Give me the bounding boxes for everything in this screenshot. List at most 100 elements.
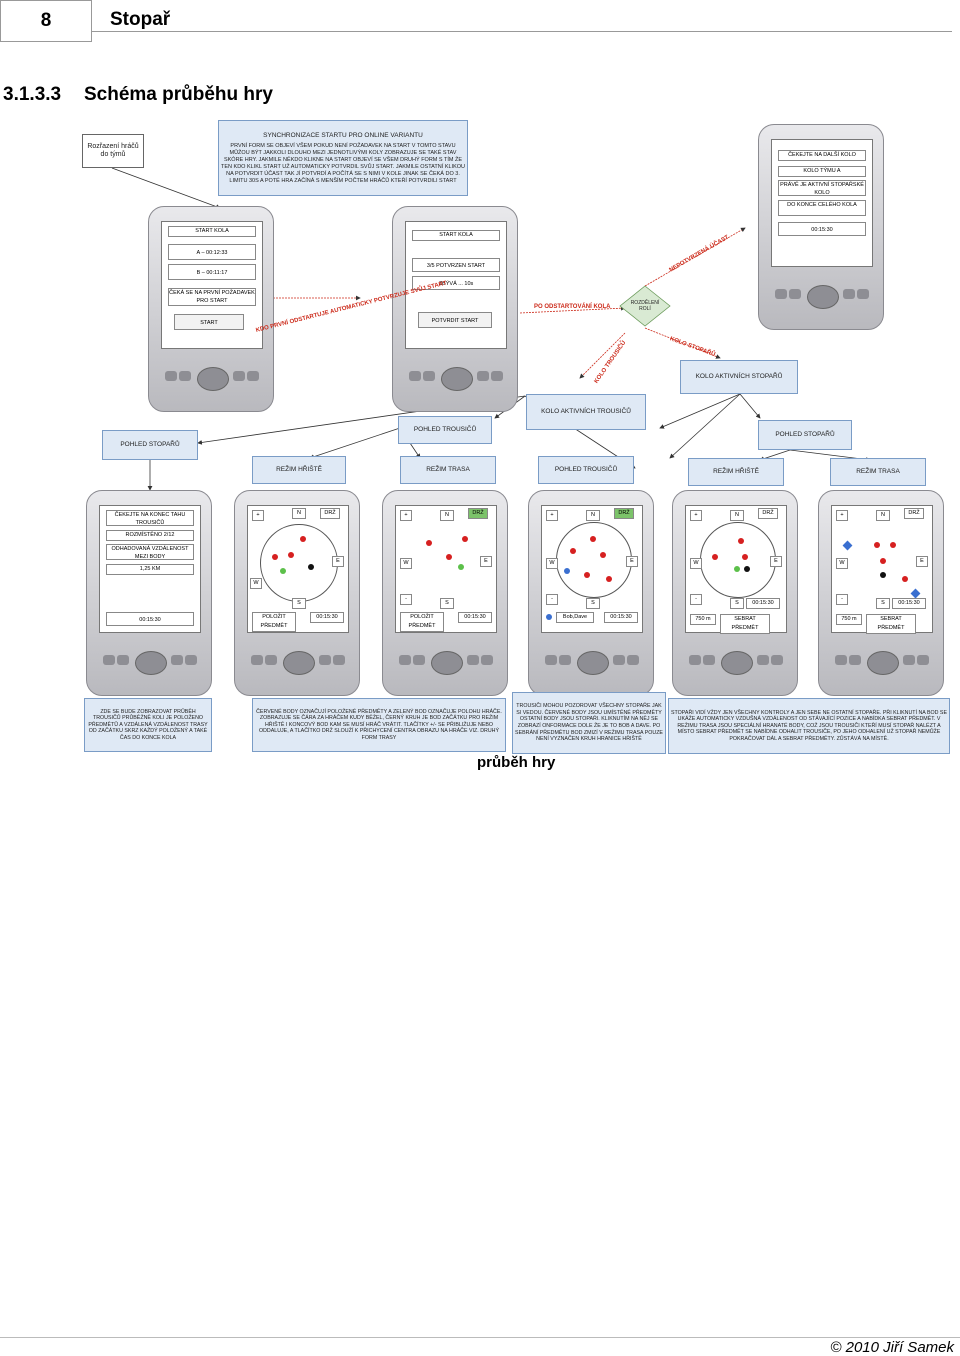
item-marker[interactable] [272,554,278,560]
hw-button[interactable] [789,289,801,299]
hw-button[interactable] [423,371,435,381]
place-item-button[interactable]: POLOŽIT PŘEDMĚT [400,612,444,632]
zoom-out-button[interactable]: - [690,594,702,605]
hw-button[interactable] [703,655,715,665]
zoom-in-button[interactable]: + [252,510,264,521]
hold-button[interactable]: DRŽ [904,508,924,519]
place-item-button[interactable]: POLOŽIT PŘEDMĚT [252,612,296,632]
item-marker[interactable] [880,558,886,564]
hw-button[interactable] [775,289,787,299]
hw-button[interactable] [413,655,425,665]
item-marker[interactable] [742,554,748,560]
trousic-marker[interactable] [910,588,921,599]
zoom-out-button[interactable]: - [400,594,412,605]
pick-up-item-button[interactable]: SEBRAT PŘEDMĚT [866,614,916,634]
item-marker[interactable] [288,552,294,558]
hw-button[interactable] [843,289,855,299]
hw-button[interactable] [399,655,411,665]
dpad[interactable] [441,367,473,391]
hw-button[interactable] [613,655,625,665]
hw-button[interactable] [627,655,639,665]
hw-button[interactable] [265,655,277,665]
start-button[interactable]: START [174,314,244,330]
hw-button[interactable] [185,655,197,665]
pda-screen: START KOLA A – 00:12:33 B – 00:11:17 ČEK… [161,221,263,349]
hw-button[interactable] [903,655,915,665]
trousic-marker[interactable] [842,540,853,551]
hold-button[interactable]: DRŽ [468,508,488,519]
sync-note: SYNCHRONIZACE STARTU PRO ONLINE VARIANTU… [218,120,468,196]
hw-button[interactable] [319,655,331,665]
field-mode-box: REŽIM HŘIŠTĚ [252,456,346,484]
compass-east: E [332,556,344,567]
hw-button[interactable] [179,371,191,381]
hw-button[interactable] [467,655,479,665]
confirm-start-button[interactable]: POTVRDIT START [418,312,492,328]
hold-button[interactable]: DRŽ [758,508,778,519]
start-point-marker [880,572,886,578]
compass-north: N [876,510,890,521]
dpad[interactable] [721,651,753,675]
hw-button[interactable] [491,371,503,381]
zoom-in-button[interactable]: + [836,510,848,521]
item-marker[interactable] [606,576,612,582]
hw-button[interactable] [757,655,769,665]
hw-button[interactable] [409,371,421,381]
dpad[interactable] [197,367,229,391]
compass-west: W [836,558,848,569]
pick-up-item-button[interactable]: SEBRAT PŘEDMĚT [720,614,770,634]
team-a-score: A – 00:12:33 [168,244,256,260]
item-marker[interactable] [890,542,896,548]
hw-button[interactable] [165,371,177,381]
hw-button[interactable] [917,655,929,665]
dpad[interactable] [867,651,899,675]
trousic-view-box-2: POHLED TROUSIČŮ [538,456,634,484]
hw-button[interactable] [247,371,259,381]
hw-button[interactable] [251,655,263,665]
hold-button[interactable]: DRŽ [320,508,340,519]
hw-button[interactable] [477,371,489,381]
hw-button[interactable] [117,655,129,665]
hw-button[interactable] [849,655,861,665]
dpad[interactable] [283,651,315,675]
item-marker[interactable] [874,542,880,548]
hw-button[interactable] [771,655,783,665]
hw-button[interactable] [559,655,571,665]
item-marker[interactable] [738,538,744,544]
item-marker[interactable] [570,548,576,554]
compass-south: S [440,598,454,609]
hw-button[interactable] [689,655,701,665]
hw-button[interactable] [481,655,493,665]
hw-button[interactable] [857,289,869,299]
dpad[interactable] [431,651,463,675]
item-marker[interactable] [462,536,468,542]
item-marker[interactable] [426,540,432,546]
pda-start-round: START KOLA A – 00:12:33 B – 00:11:17 ČEK… [148,206,274,412]
item-marker[interactable] [446,554,452,560]
hw-button[interactable] [545,655,557,665]
dpad[interactable] [577,651,609,675]
compass-west: W [250,578,262,589]
hold-button[interactable]: DRŽ [614,508,634,519]
hw-button[interactable] [171,655,183,665]
hw-button[interactable] [835,655,847,665]
item-marker[interactable] [712,554,718,560]
item-marker[interactable] [584,572,590,578]
zoom-in-button[interactable]: + [546,510,558,521]
zoom-in-button[interactable]: + [400,510,412,521]
zoom-in-button[interactable]: + [690,510,702,521]
compass-north: N [440,510,454,521]
hw-button[interactable] [233,371,245,381]
item-marker[interactable] [300,536,306,542]
compass-west: W [400,558,412,569]
zoom-out-button[interactable]: - [836,594,848,605]
dpad[interactable] [135,651,167,675]
stopar-marker[interactable] [564,568,570,574]
item-marker[interactable] [600,552,606,558]
item-marker[interactable] [590,536,596,542]
item-marker[interactable] [902,576,908,582]
zoom-out-button[interactable]: - [546,594,558,605]
hw-button[interactable] [333,655,345,665]
dpad[interactable] [807,285,839,309]
hw-button[interactable] [103,655,115,665]
